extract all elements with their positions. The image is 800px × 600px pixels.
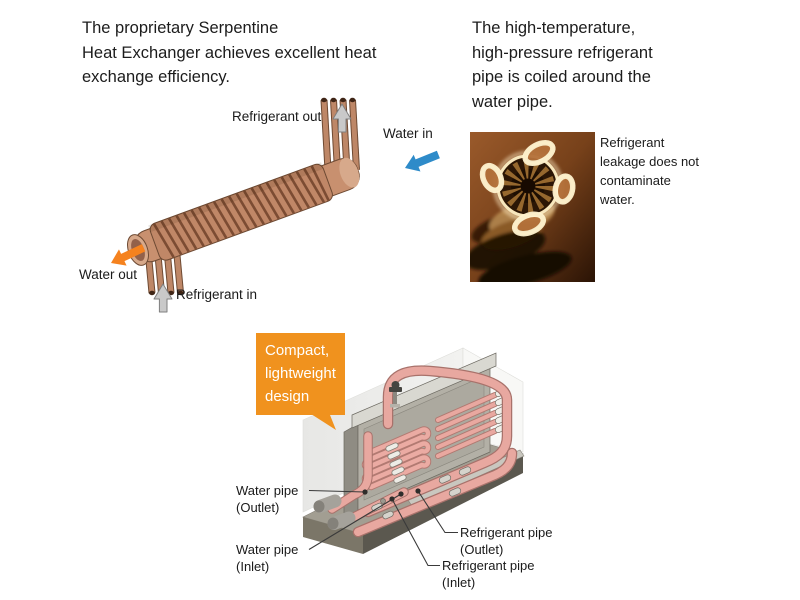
label-water-in: Water in <box>383 126 433 141</box>
cross-section-photo <box>470 132 595 282</box>
label-refrigerant-in: Refrigerant in <box>176 287 258 302</box>
refrigerant-out-arrow <box>332 103 352 133</box>
label-refrigerant-pipe-outlet: Refrigerant pipe (Outlet) <box>460 525 553 557</box>
coil-loops <box>152 165 330 258</box>
photo-note: Refrigerant leakage does not contaminate… <box>600 135 700 207</box>
heading-refrigerant-coil: The high-temperature, high-pressure refr… <box>472 19 653 111</box>
serpentine-coil <box>361 426 432 491</box>
callout-compact-design: Compact, lightweight design <box>256 333 345 415</box>
water-pipe-with-coil <box>127 157 360 266</box>
valve <box>389 381 402 408</box>
heat-exchanger-diagram <box>111 97 440 313</box>
fitting-column <box>385 442 407 484</box>
unit-illustration <box>297 347 525 567</box>
leader-lines <box>308 489 458 567</box>
leader-dots <box>362 488 421 502</box>
water-out-arrow <box>111 244 146 266</box>
heading-serpentine: The proprietary Serpentine Heat Exchange… <box>82 19 377 86</box>
label-water-out: Water out <box>79 267 138 282</box>
label-water-pipe-inlet: Water pipe (Inlet) <box>236 542 299 574</box>
water-in-arrow <box>405 150 440 172</box>
refrigerant-pipe-cross-sections <box>479 139 576 237</box>
refrigerant-pipes <box>352 365 518 538</box>
label-refrigerant-pipe-inlet: Refrigerant pipe (Inlet) <box>442 558 535 590</box>
label-water-pipe-outlet: Water pipe (Outlet) <box>236 483 299 515</box>
label-refrigerant-out: Refrigerant out <box>232 109 322 124</box>
